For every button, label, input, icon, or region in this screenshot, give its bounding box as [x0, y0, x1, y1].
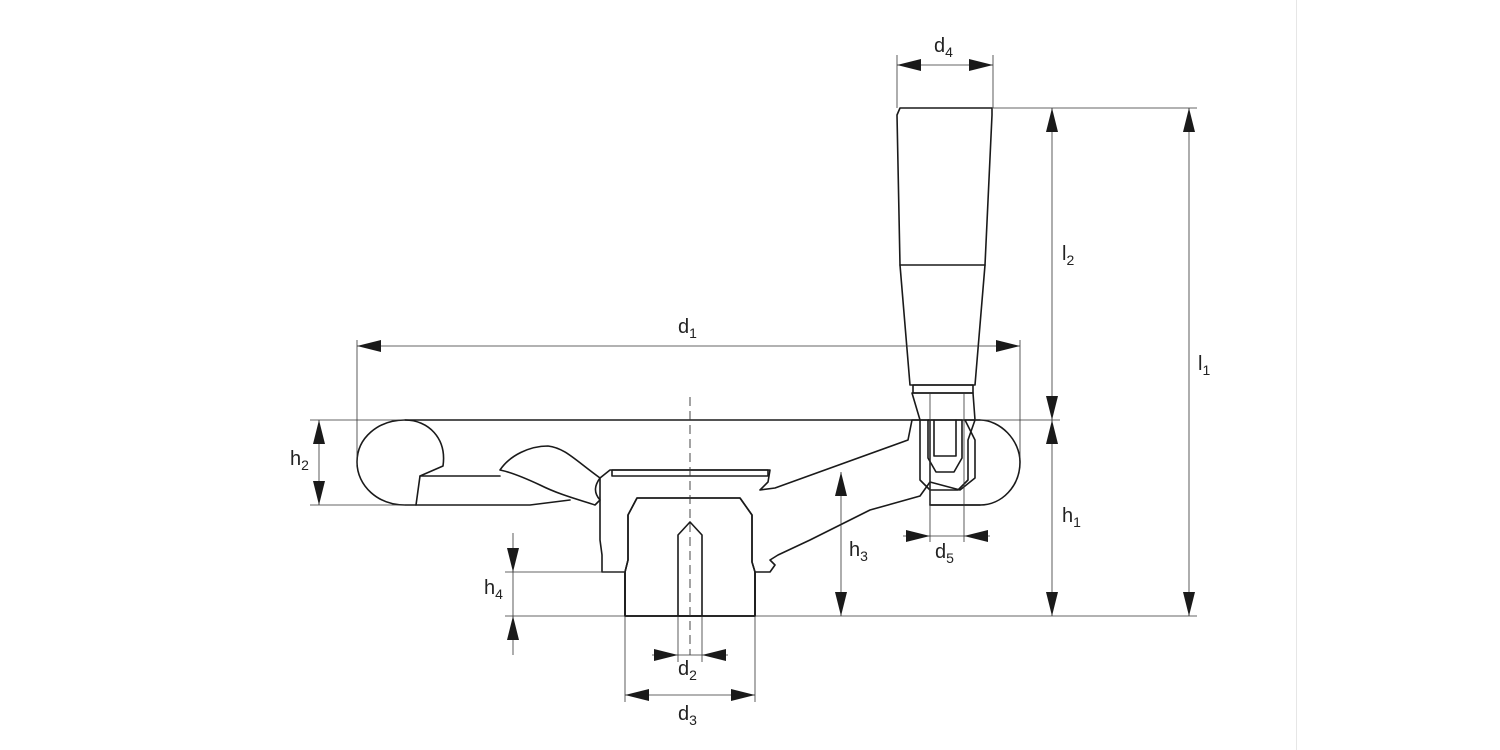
- label-d3: d3: [678, 703, 697, 728]
- label-l1: l1: [1198, 353, 1210, 378]
- dimension-l1: [1183, 108, 1195, 616]
- dimension-h4: [507, 533, 519, 655]
- label-h4: h4: [484, 577, 503, 602]
- label-d1: d1: [678, 316, 697, 341]
- label-h2: h2: [290, 448, 309, 473]
- dimension-h1: [1046, 420, 1058, 616]
- dimension-d1: [357, 340, 1020, 352]
- dimension-d3: [625, 689, 755, 701]
- dimension-d2: [652, 616, 728, 662]
- dimension-h3: [835, 472, 847, 616]
- dimension-l2: [1046, 108, 1058, 420]
- label-h3: h3: [849, 539, 868, 564]
- dimension-d4: [897, 59, 993, 71]
- label-h1: h1: [1062, 505, 1081, 530]
- dimension-h2: [313, 420, 325, 505]
- dimension-d5: [903, 530, 990, 542]
- spoke-left: [499, 445, 601, 506]
- handle-screw: [911, 392, 976, 505]
- page-edge-line: [1296, 0, 1297, 750]
- label-l2: l2: [1062, 243, 1074, 268]
- hub-section: [599, 419, 931, 617]
- label-d2: d2: [678, 658, 697, 683]
- wheel-rim-bottom-line: [415, 475, 571, 506]
- label-d5: d5: [935, 541, 954, 566]
- wheel-rim-right: [929, 419, 1021, 506]
- crank-handle: [896, 107, 993, 394]
- label-d4: d4: [934, 35, 953, 60]
- wheel-rim-left: [356, 419, 445, 506]
- extension-lines: [310, 55, 1197, 702]
